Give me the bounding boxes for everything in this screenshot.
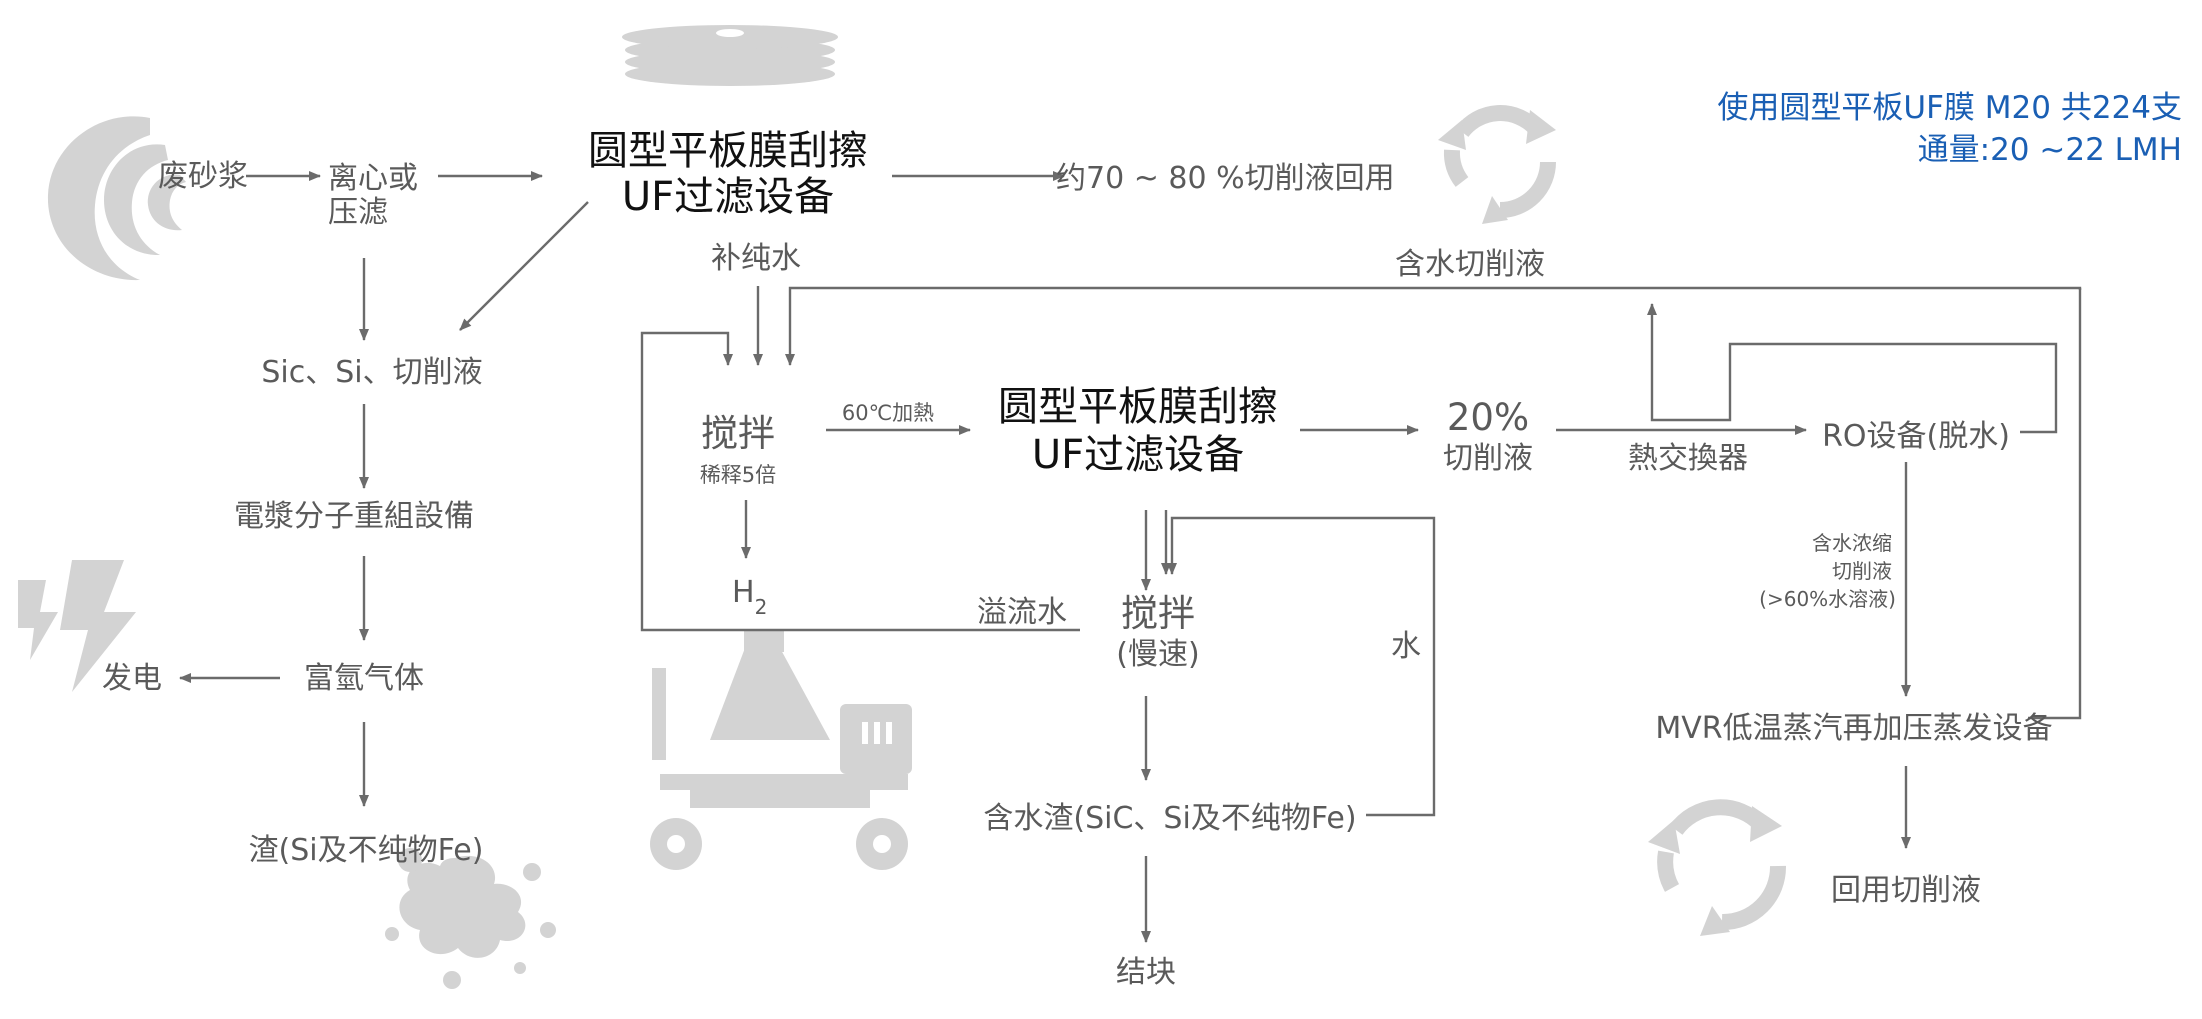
reuse-cutting-fluid-label: 回用切削液 xyxy=(1831,873,1981,908)
splash-icon xyxy=(385,848,556,989)
water-cutting-fluid-label: 含水切削液 xyxy=(1395,247,1545,282)
heating-label: 60℃加熱 xyxy=(842,401,934,425)
note-line-1: 使用圆型平板UF膜 M20 共224支 xyxy=(1717,90,2182,126)
lightning-icon xyxy=(18,560,136,692)
uf-equipment-1-line-2: UF过滤设备 xyxy=(622,174,834,220)
mixer-truck-icon xyxy=(650,630,912,870)
wet-residue-label: 含水渣(SiC、Si及不纯物Fe) xyxy=(983,801,1356,836)
water-label: 水 xyxy=(1391,629,1421,664)
ro-equipment-label: RO设备(脱水) xyxy=(1822,419,2010,454)
pure-water-label: 补纯水 xyxy=(711,241,801,276)
concentration-label: 切削液 xyxy=(1443,441,1533,476)
centrifuge-label-1: 离心或 xyxy=(328,161,418,196)
hydrogen-gas-label: 富氫气体 xyxy=(304,661,424,696)
concentrate-label-2: 切削液 xyxy=(1832,559,1892,583)
wave-icon xyxy=(47,116,186,281)
stir-1-title: 搅拌 xyxy=(701,412,775,455)
concentration-value: 20% xyxy=(1447,396,1529,439)
stir-1-sub: 稀释5倍 xyxy=(700,463,776,487)
mvr-equipment-label: MVR低温蒸汽再加压蒸发设备 xyxy=(1655,711,2052,746)
disk-stack-icon xyxy=(622,25,838,86)
centrifuge-label-2: 压滤 xyxy=(328,195,388,230)
stir-2-title: 搅拌 xyxy=(1121,592,1195,635)
caking-label: 结块 xyxy=(1116,955,1176,990)
uf-equipment-1-line-1: 圆型平板膜刮擦 xyxy=(588,128,868,174)
power-generation-label: 发电 xyxy=(102,661,162,696)
note-line-2: 通量:20 ~22 LMH xyxy=(1918,132,2182,168)
connectors xyxy=(179,171,2082,943)
heat-exchanger-label: 熱交換器 xyxy=(1628,441,1748,476)
uf-equipment-2-line-2: UF过滤设备 xyxy=(1032,432,1244,478)
recycle-icon xyxy=(1648,799,1787,936)
concentrate-label-1: 含水浓缩 xyxy=(1812,531,1892,555)
concentrate-label-3: (>60%水溶液) xyxy=(1759,587,1896,611)
residue-label: 渣(Si及不纯物Fe) xyxy=(249,833,484,868)
h2-label: H2 xyxy=(732,575,767,619)
plasma-equipment-label: 電漿分子重組設備 xyxy=(234,499,474,534)
recycle-70-80-label: 约70 ~ 80 %切削液回用 xyxy=(1056,161,1395,196)
waste-slurry-label: 废砂浆 xyxy=(158,159,248,194)
uf-equipment-2-line-1: 圆型平板膜刮擦 xyxy=(998,384,1278,430)
stir-2-sub: (慢速) xyxy=(1116,637,1199,672)
sic-si-fluid-label: Sic、Si、切削液 xyxy=(261,355,482,390)
recycle-icon xyxy=(1438,105,1556,224)
overflow-water-label: 溢流水 xyxy=(977,595,1067,630)
